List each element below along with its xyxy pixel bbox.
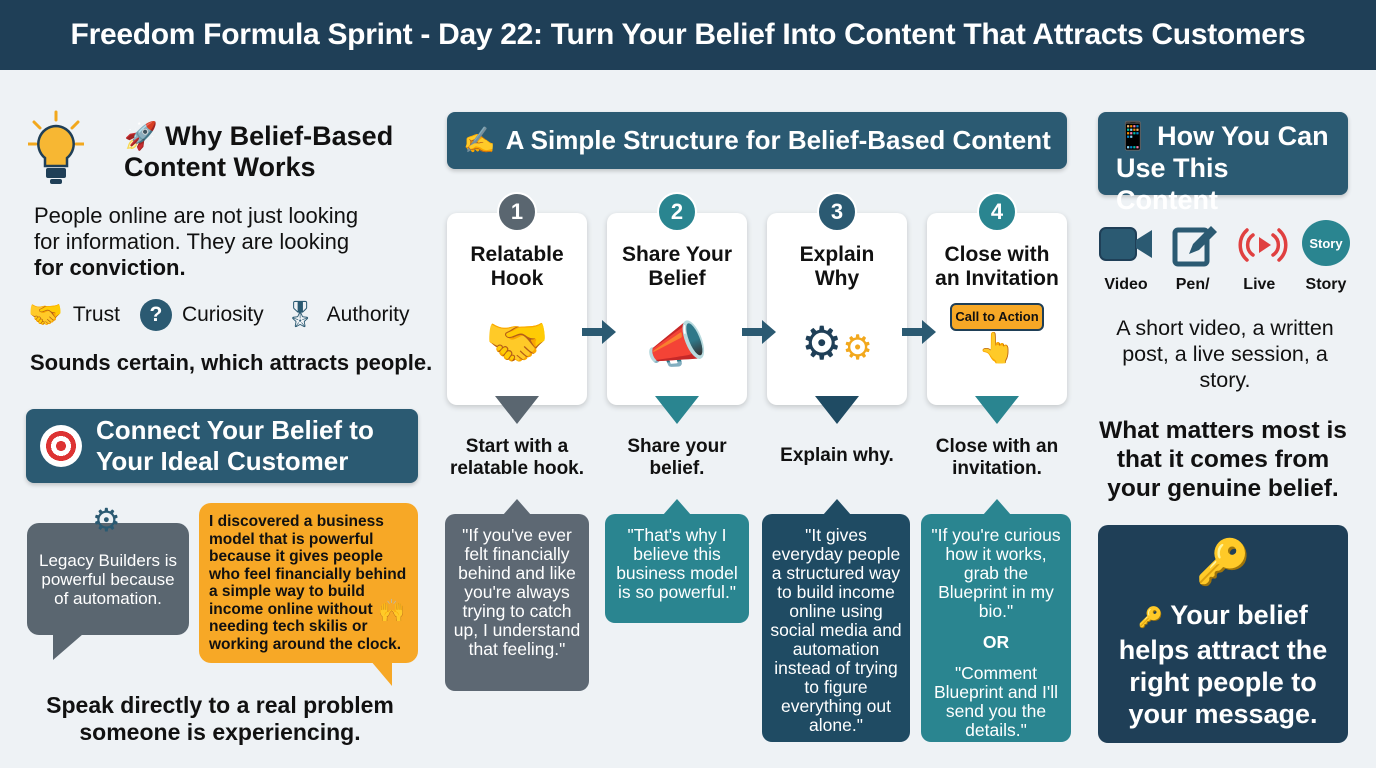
step-title: Share Your Belief [621, 243, 733, 290]
step-card-2: Share Your Belief 📣 [607, 213, 747, 405]
why-body: People online are not just looking for i… [34, 203, 384, 281]
video-camera-icon [1099, 227, 1152, 261]
format-label-story: Story [1305, 276, 1347, 293]
gears-icon: ⚙⚙ [801, 317, 873, 369]
story-bubble-icon: Story [1301, 220, 1350, 266]
belief-callout-text: Your belief helps attract the right peop… [1118, 600, 1328, 729]
use-body: A short video, a written post, a live se… [1116, 316, 1334, 392]
step-caption-4: Close with an invitation. [935, 436, 1059, 479]
step-number-2: 2 [657, 192, 697, 232]
strong-bubble-tail [370, 660, 392, 686]
why-summary: Sounds certain, which attracts people. [30, 350, 433, 375]
pointer-down-2 [655, 396, 699, 424]
step-title: Relatable Hook [470, 243, 564, 290]
step-number-4: 4 [977, 192, 1017, 232]
step-caption-2: Share your belief. [627, 436, 727, 479]
belief-callout-box: 🔑 🔑 Your belief helps attract the right … [1098, 525, 1348, 743]
step-title: Explain Why [799, 243, 875, 290]
structure-title: A Simple Structure for Belief-Based Cont… [505, 125, 1051, 155]
rocket-icon: 🚀 [124, 121, 158, 151]
pointer-down-1 [495, 396, 539, 424]
quote-tail-3 [823, 499, 851, 515]
step-number-1: 1 [497, 192, 537, 232]
weak-example-bubble: Legacy Builders is powerful because of a… [27, 523, 189, 635]
step-caption-1: Start with a relatable hook. [449, 436, 585, 479]
step-caption-3: Explain why. [780, 445, 894, 466]
format-labels: Video Pen/ Live Story [1096, 276, 1356, 294]
use-title: How You Can Use This Content [1116, 121, 1329, 215]
weak-example-text: Legacy Builders is powerful because of a… [39, 551, 177, 608]
trait-trust: Trust [72, 302, 120, 326]
page-title: Freedom Formula Sprint - Day 22: Turn Yo… [70, 18, 1306, 51]
connect-title: Connect Your Belief to Your Ideal Custom… [96, 415, 374, 476]
handshake-icon: 🤝 [28, 299, 63, 330]
quote-bubble-1: "If you've ever felt financially behind … [445, 514, 589, 691]
why-body-bold: for conviction. [34, 255, 186, 280]
trait-authority: Authority [326, 302, 410, 326]
page-title-bar: Freedom Formula Sprint - Day 22: Turn Yo… [0, 0, 1376, 70]
handshake-hands-icon: 🤝 [484, 314, 550, 372]
pointer-down-3 [815, 396, 859, 424]
step-card-4: Close with an Invitation Call to Action … [927, 213, 1067, 405]
key-icon: 🔑 [1195, 538, 1251, 587]
question-head-icon: ? [139, 298, 172, 331]
target-icon [40, 425, 82, 467]
arrow-right-icon [582, 320, 616, 344]
step-title: Close with an Invitation [935, 243, 1059, 290]
quote-tail-4 [983, 499, 1011, 515]
megaphone-icon: 📣 [645, 317, 709, 373]
strong-example-bubble: I discovered a business model that is po… [199, 503, 418, 663]
phone-icon: 📱 [1116, 121, 1150, 151]
arrow-right-icon [742, 320, 776, 344]
why-body-text: People online are not just looking for i… [34, 203, 359, 254]
quote-bubble-2: "That's why I believe this business mode… [605, 514, 749, 623]
format-label-video: Video [1104, 276, 1148, 293]
connect-footer: Speak directly to a real problem someone… [46, 692, 394, 745]
step-number-3: 3 [817, 192, 857, 232]
arrow-right-icon [902, 320, 936, 344]
quote-option-2: "Comment Blueprint and I'll send you the… [934, 663, 1058, 740]
gear-icon: ⚙ [92, 502, 121, 538]
quote-bubble-3: "It gives everyday people a structured w… [762, 514, 910, 742]
step-card-3: Explain Why ⚙⚙ [767, 213, 907, 405]
small-key-icon: 🔑 [1138, 607, 1164, 629]
strong-example-text: I discovered a business model that is po… [209, 513, 407, 653]
format-label-live: Live [1243, 276, 1276, 293]
format-icons: Story [1096, 220, 1356, 270]
format-label-pen: Pen/ [1175, 276, 1210, 293]
pointing-hand-icon: 👆 [978, 332, 1016, 365]
weak-bubble-tail [53, 634, 83, 660]
quote-bubble-4: "If you're curious how it works, grab th… [921, 514, 1071, 742]
why-title-text: Why Belief-Based Content Works [124, 121, 394, 182]
pointer-down-4 [975, 396, 1019, 424]
structure-title-banner: ✍ A Simple Structure for Belief-Based Con… [447, 112, 1067, 169]
quote-or: OR [982, 632, 1010, 652]
live-broadcast-icon [1238, 228, 1288, 262]
call-to-action-button-graphic: Call to Action [950, 303, 1044, 331]
writing-hand-icon: ✍ [463, 125, 496, 155]
use-bold: What matters most is that it comes from … [1099, 417, 1347, 502]
quote-tail-2 [663, 499, 691, 515]
freed-person-icon: 🙌 [378, 598, 406, 623]
why-title: 🚀 Why Belief-Based Content Works [124, 121, 414, 183]
use-title-banner: 📱 How You Can Use This Content [1098, 112, 1348, 215]
traits-row: 🤝 Trust ? Curiosity 🎖 Authority [28, 298, 428, 331]
quote-option-1: "If you're curious how it works, grab th… [931, 525, 1061, 621]
quote-tail-1 [503, 499, 531, 515]
connect-title-banner: Connect Your Belief to Your Ideal Custom… [26, 409, 418, 483]
step-card-1: Relatable Hook 🤝 [447, 213, 587, 405]
pen-edit-icon [1172, 226, 1217, 267]
award-ribbon-icon: 🎖 [283, 299, 317, 329]
lightbulb-icon [26, 110, 86, 190]
trait-curiosity: Curiosity [181, 302, 264, 326]
